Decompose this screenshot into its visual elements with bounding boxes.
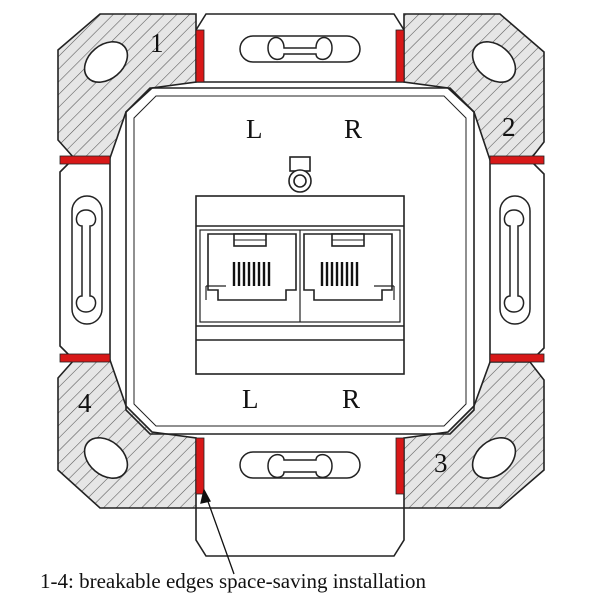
- rj45-port-left: [205, 233, 297, 301]
- break-mark-bottom-right: [395, 437, 405, 495]
- inner-plate: [125, 87, 475, 435]
- top-label-left: L: [246, 114, 263, 144]
- corner-block-top-left: [57, 13, 197, 159]
- corner-number-2: 2: [502, 112, 516, 142]
- screw-icon: [288, 156, 312, 193]
- bottom-label-right: R: [342, 384, 360, 414]
- mounting-slot-top: [239, 35, 361, 63]
- mounting-slot-right: [499, 195, 531, 325]
- rj45-port-right: [303, 233, 395, 301]
- corner-block-bottom-right: [403, 361, 545, 509]
- caption-text: 1-4: breakable edges space-saving instal…: [40, 569, 427, 593]
- break-mark-bottom-left: [195, 437, 205, 495]
- break-mark-left-bottom: [59, 353, 111, 363]
- corner-number-1: 1: [150, 28, 164, 58]
- break-mark-right-bottom: [489, 353, 545, 363]
- bottom-label-left: L: [242, 384, 259, 414]
- break-mark-top-right: [395, 29, 405, 83]
- rj45-module: [195, 195, 405, 375]
- corner-number-4: 4: [78, 388, 92, 418]
- break-mark-top-left: [195, 29, 205, 83]
- corner-number-3: 3: [434, 448, 448, 478]
- leader-arrow: [200, 488, 235, 575]
- mounting-slot-bottom: [239, 451, 361, 479]
- break-marks: [59, 29, 545, 495]
- break-mark-left-top: [59, 155, 111, 165]
- break-mark-right-top: [489, 155, 545, 165]
- mounting-slot-left: [71, 195, 103, 325]
- top-label-right: R: [344, 114, 362, 144]
